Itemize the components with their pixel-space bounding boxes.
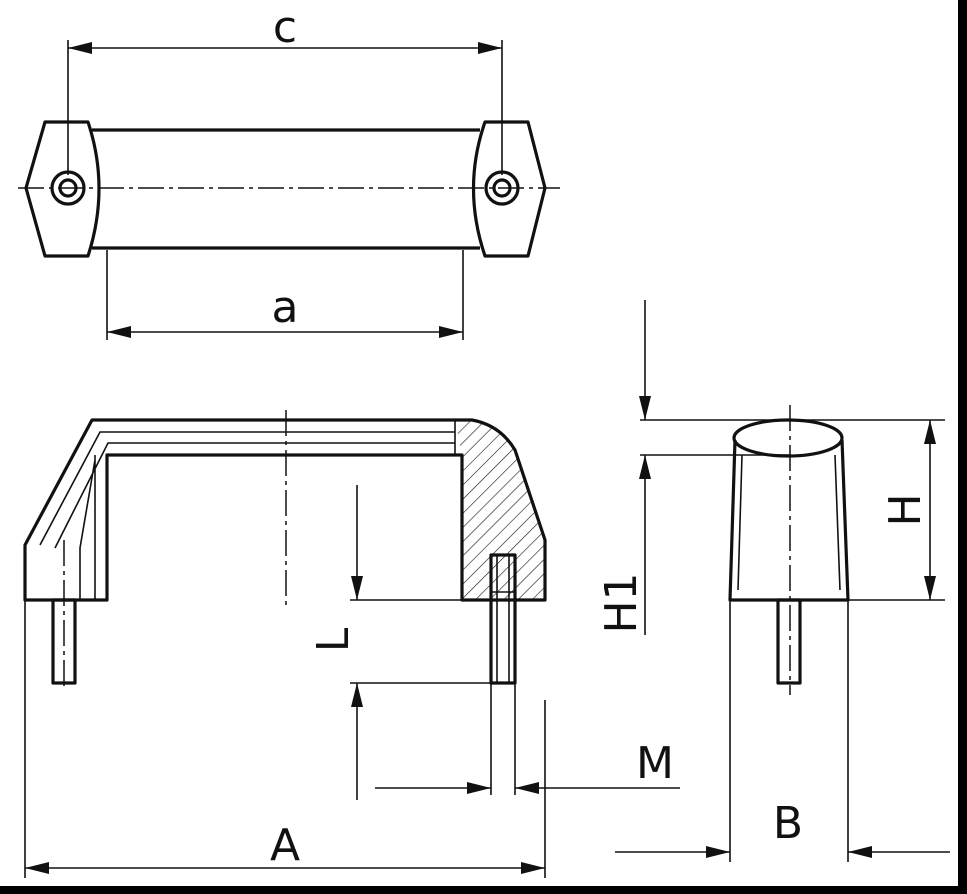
top-view-bar [92, 128, 480, 250]
front-view: A L M [23, 410, 680, 878]
side-taper-lines [737, 454, 841, 591]
dim-M-label: M [636, 738, 674, 789]
dim-H1-label: H1 [596, 572, 647, 633]
dim-L-label: L [308, 627, 359, 652]
dim-B-label: B [773, 798, 803, 849]
dim-H-label: H [880, 493, 931, 526]
dim-A-label: A [270, 820, 300, 871]
right-endcap [471, 120, 547, 258]
side-body [728, 439, 850, 602]
front-groove-lines [39, 431, 455, 600]
dim-c-label: c [273, 2, 297, 53]
dim-a-label: a [272, 282, 299, 333]
front-outer-contour [23, 418, 547, 602]
side-view: H H1 B [596, 300, 950, 862]
right-border [958, 0, 967, 894]
bottom-border [0, 886, 967, 894]
left-endcap [24, 120, 101, 258]
section-hatch [455, 420, 545, 600]
side-section-ellipse [732, 418, 844, 458]
side-threaded-stud [776, 598, 802, 685]
top-view: c a [18, 2, 560, 340]
